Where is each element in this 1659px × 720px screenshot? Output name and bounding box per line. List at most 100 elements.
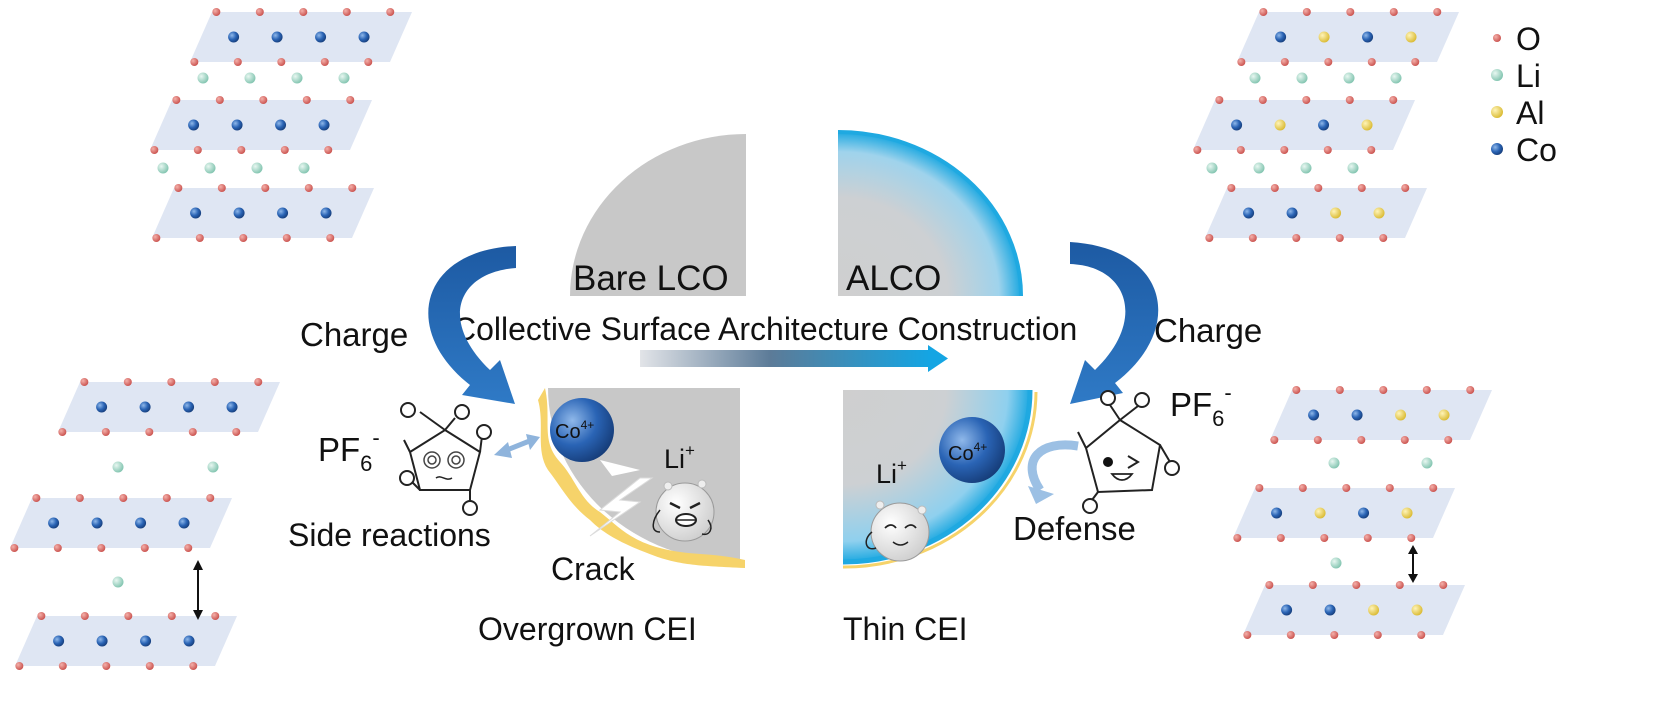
o-atom xyxy=(123,378,132,386)
o-atom xyxy=(1335,386,1344,394)
o-atom xyxy=(172,96,181,104)
cobalt-oxide-layer xyxy=(1270,390,1492,440)
o-atom xyxy=(215,96,224,104)
o-atom xyxy=(326,234,335,242)
li-atom xyxy=(338,72,350,84)
o-atom xyxy=(1248,234,1257,242)
o-atom xyxy=(1335,234,1344,242)
co-atom xyxy=(271,31,283,43)
o-atom xyxy=(1357,184,1366,192)
o-atom xyxy=(1379,386,1388,394)
cobalt-oxide-layer xyxy=(1243,585,1465,635)
o-atom xyxy=(1444,436,1453,444)
pf6-label-left: PF6- xyxy=(318,425,380,476)
li-atom xyxy=(197,72,209,84)
li-atom xyxy=(244,72,256,84)
o-atom xyxy=(299,8,308,16)
co-atom xyxy=(277,207,289,219)
reaction-double-arrow xyxy=(494,434,540,458)
o-atom xyxy=(1389,8,1398,16)
li-atom xyxy=(1421,457,1433,469)
o-atom xyxy=(1320,534,1329,542)
o-atom xyxy=(1237,58,1246,66)
o-atom xyxy=(1466,386,1475,394)
o-atom xyxy=(1367,146,1376,154)
legend-label-al: Al xyxy=(1516,95,1544,131)
o-atom xyxy=(1395,581,1404,589)
o-atom xyxy=(190,58,199,66)
o-atom xyxy=(259,96,268,104)
o-atom xyxy=(53,544,62,552)
o-atom xyxy=(1270,184,1279,192)
co-atom xyxy=(1308,409,1320,421)
o-atom xyxy=(1324,58,1333,66)
co-atom xyxy=(1275,31,1287,43)
o-atom xyxy=(1400,436,1409,444)
o-atom xyxy=(1330,631,1339,639)
o-atom xyxy=(174,184,183,192)
o-atom xyxy=(346,96,355,104)
o-atom xyxy=(1233,534,1242,542)
o-atom xyxy=(1407,534,1416,542)
li-atom xyxy=(1330,557,1342,569)
o-atom xyxy=(237,146,246,154)
al-atom xyxy=(1368,604,1380,616)
o-atom xyxy=(1258,96,1267,104)
charge-arrow-left xyxy=(428,246,516,404)
o-atom xyxy=(277,58,286,66)
spacing-arrow-right xyxy=(1408,545,1418,583)
o-atom xyxy=(10,544,19,552)
co-atom xyxy=(53,635,65,647)
co-atom xyxy=(96,401,108,413)
o-atom xyxy=(304,184,313,192)
alco-particle xyxy=(837,130,1023,297)
o-atom xyxy=(386,8,395,16)
li-atom xyxy=(1296,72,1308,84)
o-atom xyxy=(282,234,291,242)
o-atom xyxy=(1302,96,1311,104)
o-atom xyxy=(124,612,133,620)
co4-label-right: Co4+ xyxy=(948,440,987,465)
co-atom xyxy=(1231,119,1243,131)
li-atom xyxy=(1390,72,1402,84)
o-atom xyxy=(1417,631,1426,639)
thin-cei-label: Thin CEI xyxy=(843,611,967,647)
alco-label: ALCO xyxy=(846,259,941,298)
o-atom xyxy=(232,428,241,436)
charge-label-right: Charge xyxy=(1154,312,1262,349)
o-atom xyxy=(364,58,373,66)
li-atom xyxy=(251,162,263,174)
co-atom xyxy=(96,635,108,647)
li-atom xyxy=(1343,72,1355,84)
o-atom xyxy=(189,662,198,670)
co-atom xyxy=(275,119,287,131)
o-atom xyxy=(1313,436,1322,444)
o-atom xyxy=(320,58,329,66)
o-atom xyxy=(188,428,197,436)
li-atom xyxy=(1300,162,1312,174)
o-atom xyxy=(1227,184,1236,192)
o-atom xyxy=(184,544,193,552)
o-atom xyxy=(1401,184,1410,192)
co-atom xyxy=(318,119,330,131)
pf6-happy-face xyxy=(1077,390,1180,514)
o-atom xyxy=(1193,146,1202,154)
o-atom xyxy=(1255,484,1264,492)
co4-label-left: Co4+ xyxy=(555,418,594,443)
legend-marker-o xyxy=(1493,34,1501,42)
o-atom xyxy=(1389,96,1398,104)
cobalt-oxide-layer xyxy=(150,100,372,150)
o-atom xyxy=(1373,631,1382,639)
spacing-arrow-left xyxy=(193,560,203,620)
o-atom xyxy=(101,428,110,436)
co4-ion-right xyxy=(939,417,1005,483)
o-atom xyxy=(1302,8,1311,16)
co-atom xyxy=(1318,119,1330,131)
o-atom xyxy=(195,234,204,242)
o-atom xyxy=(1236,146,1245,154)
li-atom xyxy=(112,461,124,473)
cobalt-oxide-layer xyxy=(1193,100,1415,150)
al-atom xyxy=(1401,507,1413,519)
o-atom xyxy=(1346,8,1355,16)
